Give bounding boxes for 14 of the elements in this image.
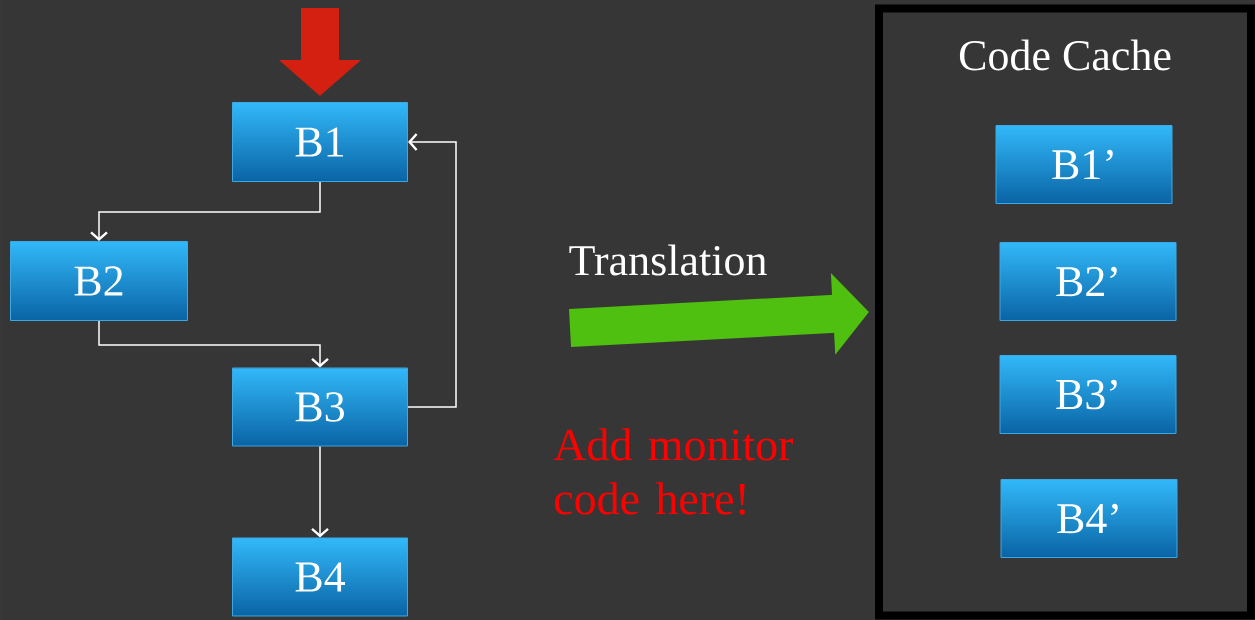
note-text: Add monitor code here!: [553, 428, 793, 515]
block-box: B3: [232, 367, 408, 447]
arrow: [90, 181, 321, 241]
block-box: B2: [10, 241, 188, 321]
arrow: [407, 133, 457, 408]
block-box: B4’: [1000, 479, 1178, 558]
edge-label: Translation: [567, 243, 769, 277]
block-box: B1’: [995, 125, 1173, 204]
block-box: B3’: [999, 355, 1177, 434]
block-box: B4: [232, 537, 408, 617]
block-box: B1: [232, 102, 408, 182]
arrow: [98, 320, 329, 368]
arrow: [311, 445, 329, 538]
block-box: B2’: [999, 242, 1177, 321]
